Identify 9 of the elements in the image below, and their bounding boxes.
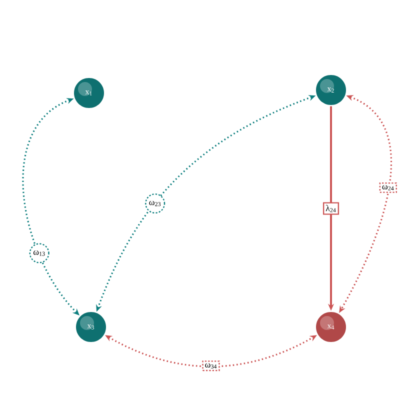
edge-label: λ$_{24}$: [322, 202, 340, 215]
edge-label: ω$_{34}$: [202, 360, 220, 372]
sphere: x$_{2}$: [316, 75, 346, 105]
sphere: x$_{4}$: [316, 312, 346, 342]
sphere: x$_{3}$: [76, 312, 106, 342]
edge-label: ω$_{24}$: [379, 182, 397, 193]
edge-label: ω$_{13}$: [29, 243, 50, 264]
sphere: x$_{1}$: [74, 78, 104, 108]
edge-label: ω$_{23}$: [145, 193, 166, 214]
